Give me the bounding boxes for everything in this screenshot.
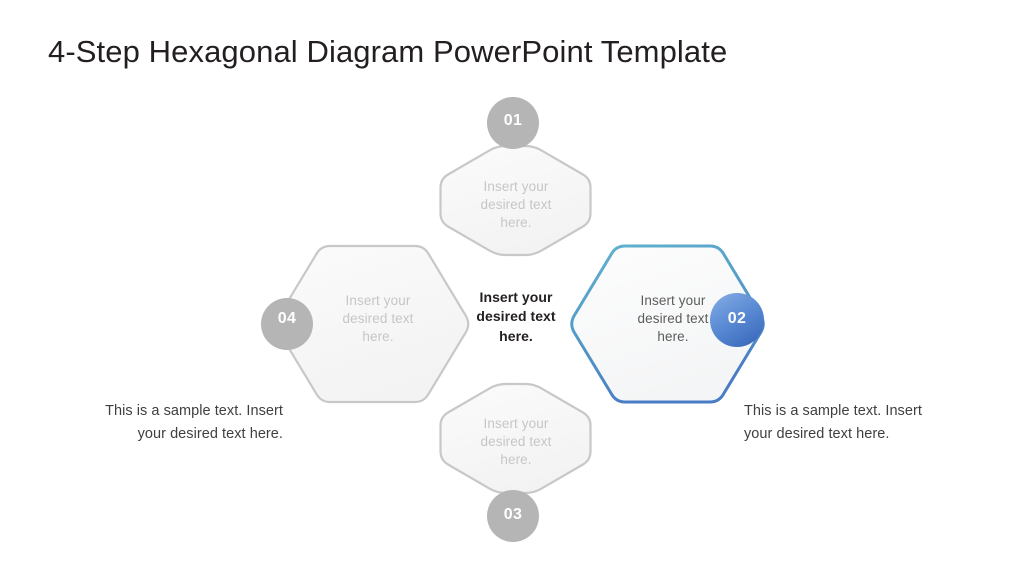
badge-circle-02[interactable] <box>710 293 764 347</box>
caption-right: This is a sample text. Insert your desir… <box>744 403 922 443</box>
badge-circle-04[interactable] <box>261 298 313 350</box>
caption-left: This is a sample text. Insert your desir… <box>105 403 283 443</box>
page-title: 4-Step Hexagonal Diagram PowerPoint Temp… <box>48 34 728 69</box>
badge-circle-03[interactable] <box>487 490 539 542</box>
hexagon-step-02[interactable] <box>570 244 765 404</box>
badge-circle-01[interactable] <box>487 97 539 149</box>
hexagon-step-03[interactable] <box>439 382 592 495</box>
hexagon-step-01[interactable] <box>439 144 592 257</box>
